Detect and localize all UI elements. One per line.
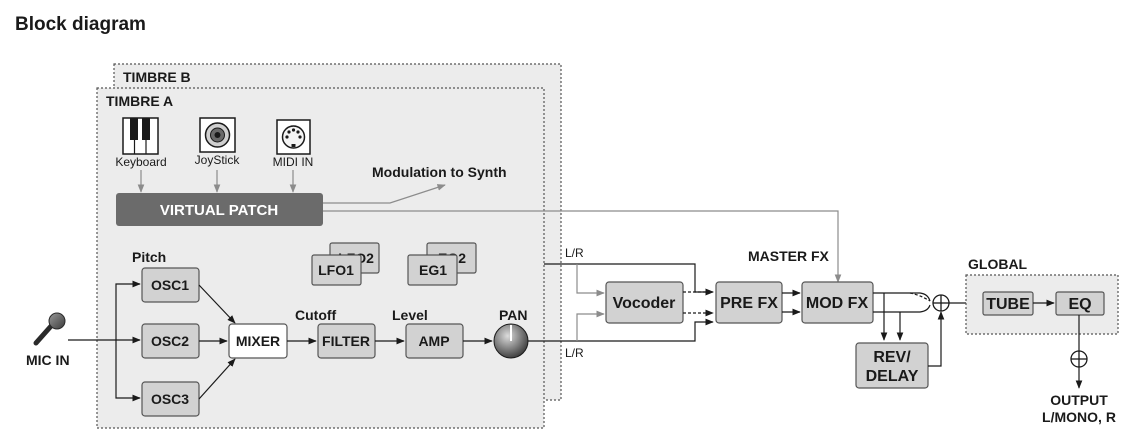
mic-to-osc3-wire	[115, 340, 141, 402]
eg1-label: EG1	[419, 262, 447, 278]
pitch-label: Pitch	[132, 249, 166, 265]
lfo1-block	[311, 254, 362, 286]
rev-delay-label-1: REV/	[873, 349, 911, 366]
vocoder-block	[605, 281, 684, 324]
pre-fx-label: PRE FX	[720, 295, 778, 312]
modulation-arrow	[323, 184, 446, 204]
modulation-label: Modulation to Synth	[372, 164, 507, 180]
lr-bottom-label: L/R	[565, 346, 584, 360]
virtual-patch-to-modfx-wire	[323, 210, 842, 283]
pan-label: PAN	[499, 307, 528, 323]
microphone-icon	[33, 312, 66, 346]
rev-delay-label-2: DELAY	[866, 368, 919, 385]
timbre-a-label: TIMBRE A	[106, 93, 173, 109]
virtual-patch-label: VIRTUAL PATCH	[160, 202, 278, 219]
osc1-label: OSC1	[151, 277, 189, 293]
lfo1-label: LFO1	[318, 262, 354, 278]
modfx-dash-upper	[909, 292, 931, 302]
eq-label: EQ	[1068, 296, 1091, 313]
tube-label: TUBE	[986, 296, 1030, 313]
osc3-to-mixer-wire	[198, 358, 236, 400]
mic-in-label: MIC IN	[26, 352, 70, 368]
modfx-lower-out-wire	[873, 304, 931, 313]
lr-top-label: L/R	[565, 246, 584, 260]
timbre-b-label: TIMBRE B	[123, 69, 191, 85]
osc2-label: OSC2	[151, 333, 189, 349]
virtual-patch-block	[116, 193, 323, 226]
sum-node-icon	[932, 294, 950, 312]
keyboard-label: Keyboard	[115, 155, 166, 169]
filter-label: FILTER	[322, 333, 370, 349]
page-title: Block diagram	[15, 14, 146, 35]
master-fx-label: MASTER FX	[748, 248, 830, 264]
output-sum-icon	[1070, 350, 1088, 368]
mod-fx-block	[801, 281, 874, 324]
eq-block	[1055, 291, 1105, 316]
joystick-label: JoyStick	[195, 153, 241, 167]
output-label-2: L/MONO, R	[1042, 409, 1116, 425]
midi-in-label: MIDI IN	[273, 155, 314, 169]
osc1-to-mixer-wire	[198, 284, 236, 324]
joystick-icon	[199, 117, 236, 153]
keyboard-icon	[122, 117, 159, 155]
output-label-1: OUTPUT	[1050, 392, 1108, 408]
cutoff-label: Cutoff	[295, 307, 337, 323]
vocoder-label: Vocoder	[613, 295, 676, 312]
mixer-label: MIXER	[236, 333, 280, 349]
osc3-label: OSC3	[151, 391, 189, 407]
lower-to-vocoder-wire	[576, 310, 605, 341]
upper-to-vocoder-wire	[576, 264, 605, 297]
mod-fx-label: MOD FX	[806, 295, 869, 312]
modfx-upper-out-wire	[873, 292, 931, 302]
pan-knob-icon	[493, 323, 529, 359]
pre-fx-block	[715, 281, 783, 324]
mic-to-osc1-wire	[115, 280, 141, 340]
pan-lower-out-wire	[528, 318, 714, 342]
global-label: GLOBAL	[968, 256, 1028, 272]
level-label: Level	[392, 307, 428, 323]
midi-in-icon	[276, 119, 311, 155]
rev-to-sum-wire	[928, 311, 945, 367]
eg1-block	[407, 254, 458, 286]
amp-label: AMP	[418, 333, 449, 349]
